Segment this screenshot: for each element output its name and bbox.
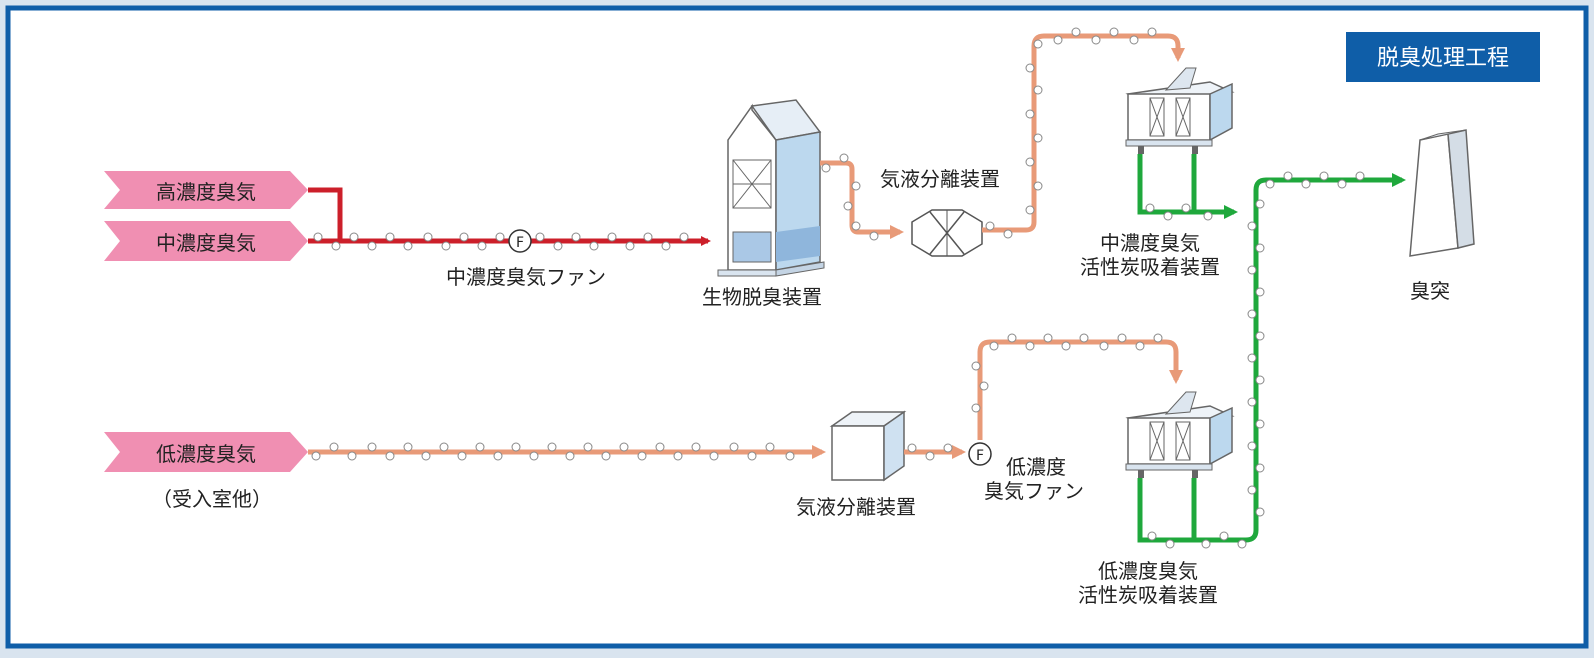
input-medium-label: 中濃度臭気: [156, 231, 256, 255]
lower-adsorber-duct: [904, 333, 1183, 461]
low-fan-label-1: 低濃度: [1006, 455, 1066, 479]
input-high: 高濃度臭気: [104, 171, 308, 209]
medium-fan-symbol: F: [516, 235, 524, 251]
clean-exhaust-duct: [1137, 172, 1402, 549]
input-medium: 中濃度臭気: [104, 221, 308, 261]
bio-deodorizer-icon: [717, 99, 825, 277]
low-fan: F: [968, 442, 992, 466]
upper-separator-duct: [820, 153, 904, 241]
low-adsorber-label-2: 活性炭吸着装置: [1078, 583, 1218, 607]
low-fan-symbol: F: [976, 448, 984, 464]
upper-adsorber-duct: [982, 27, 1185, 239]
low-fan-label-2: 臭気ファン: [984, 479, 1084, 503]
medium-adsorber-label-2: 活性炭吸着装置: [1080, 255, 1220, 279]
upper-separator-label: 気液分離装置: [880, 167, 1000, 191]
input-high-label: 高濃度臭気: [156, 180, 256, 204]
stack-icon: [1409, 129, 1475, 257]
diagram-title: 脱臭処理工程: [1377, 46, 1509, 71]
medium-adsorber-label-1: 中濃度臭気: [1100, 231, 1200, 255]
medium-fan-label: 中濃度臭気ファン: [446, 265, 606, 289]
low-adsorber-label-1: 低濃度臭気: [1098, 559, 1198, 583]
bio-deodorizer-label: 生物脱臭装置: [702, 285, 822, 309]
low-adsorber-icon: [1125, 391, 1235, 478]
medium-fan: F: [508, 229, 532, 253]
lower-separator-label: 気液分離装置: [796, 495, 916, 519]
medium-adsorber-icon: [1125, 67, 1235, 154]
title-badge: 脱臭処理工程: [1346, 32, 1540, 82]
medium-concentration-duct: [308, 187, 711, 251]
input-low: 低濃度臭気: [104, 432, 308, 472]
low-concentration-duct: [308, 442, 826, 461]
medium-clean-duct: [1137, 154, 1234, 220]
input-low-note: （受入室他）: [152, 487, 272, 511]
upper-separator-icon: [911, 209, 983, 257]
lower-separator-icon: [829, 410, 907, 482]
stack-label: 臭突: [1410, 279, 1450, 303]
input-low-label: 低濃度臭気: [156, 442, 256, 466]
